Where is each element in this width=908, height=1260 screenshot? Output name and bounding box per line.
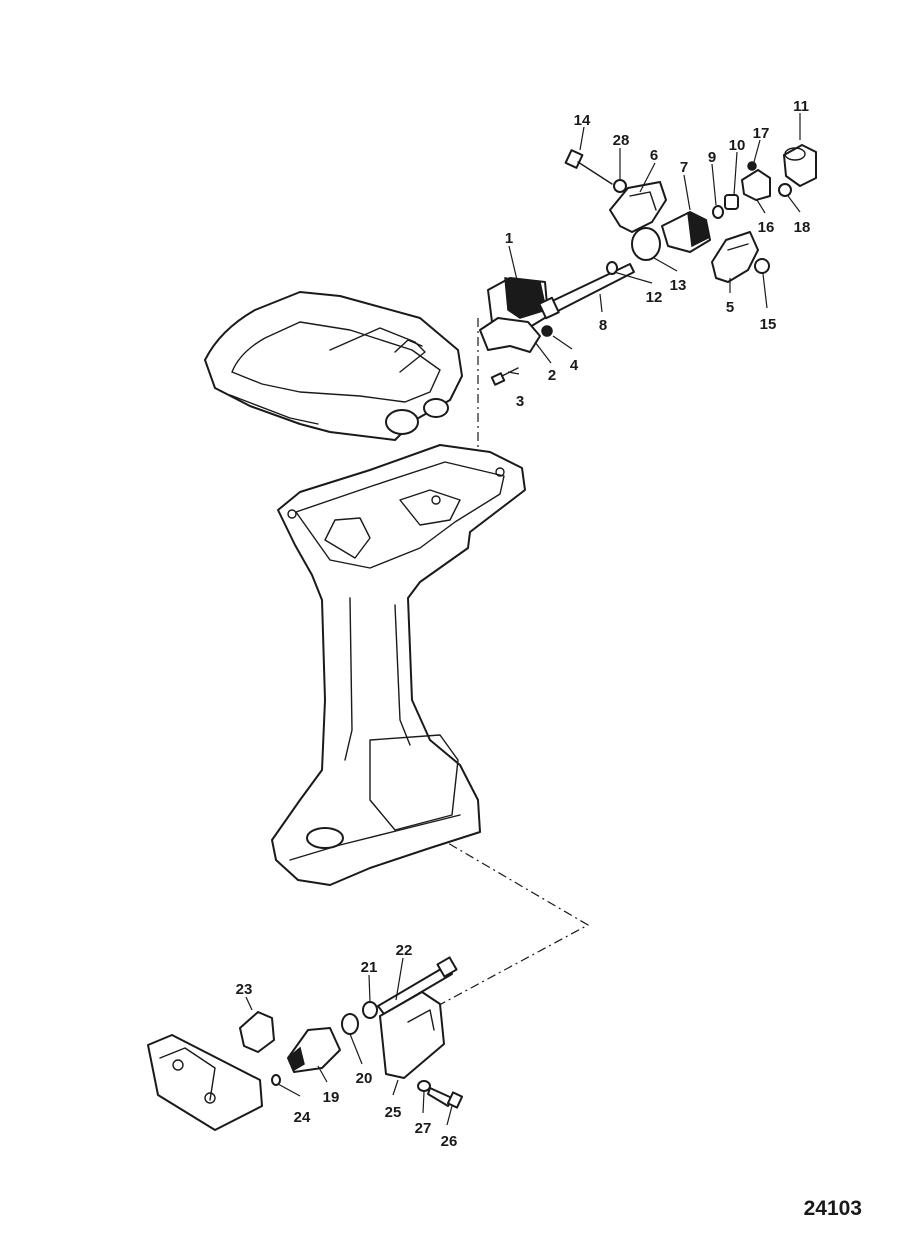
callout-5: 5 [726, 299, 734, 316]
callout-18: 18 [794, 219, 811, 236]
callout-15: 15 [760, 316, 777, 333]
callout-24: 24 [294, 1109, 311, 1126]
callout-19: 19 [323, 1089, 340, 1106]
callout-9: 9 [708, 149, 716, 166]
part-12-washer [606, 261, 618, 275]
part-19-rubber-mount [287, 1027, 341, 1073]
callout-22: 22 [396, 942, 413, 959]
callout-20: 20 [356, 1070, 373, 1087]
callout-4: 4 [570, 357, 579, 374]
assembly-lines [399, 318, 590, 1011]
part-3-bolt [490, 367, 519, 386]
callout-21: 21 [361, 959, 378, 976]
part-8-long-bolt [538, 263, 635, 320]
callout-27: 27 [415, 1120, 432, 1137]
part-22-bolt [377, 956, 458, 1015]
part-1-upper-mount [487, 277, 549, 331]
callout-10: 10 [729, 137, 746, 154]
part-10-bushing [724, 194, 739, 210]
part-13-ring [631, 227, 661, 261]
callout-17: 17 [753, 125, 770, 142]
part-2-bracket [479, 317, 541, 353]
callout-26: 26 [441, 1133, 458, 1150]
callout-13: 13 [670, 277, 687, 294]
callout-28: 28 [613, 132, 630, 149]
callout-25: 25 [385, 1104, 402, 1121]
callout-2: 2 [548, 367, 556, 384]
part-14-bolt [564, 149, 613, 185]
part-6-mount-cover [609, 181, 667, 233]
callout-3: 3 [516, 393, 524, 410]
part-18-screw [778, 183, 792, 197]
part-5-mount-cover [711, 231, 759, 283]
part-21-washer [362, 1001, 378, 1019]
callout-23: 23 [236, 981, 253, 998]
part-20-washer [341, 1013, 359, 1035]
part-9-washer [712, 205, 724, 219]
callout-11: 11 [793, 98, 809, 115]
part-27-washer [417, 1080, 431, 1092]
callout-16: 16 [758, 219, 775, 236]
callout-8: 8 [599, 317, 607, 334]
callout-6: 6 [650, 147, 658, 164]
part-26-bolt [427, 1087, 464, 1109]
part-11-cap [783, 144, 817, 187]
callout-labels: 1 2 3 4 5 6 7 8 9 10 11 12 13 14 15 16 1… [236, 98, 811, 1150]
part-7-rubber-mount [661, 211, 711, 253]
callout-14: 14 [574, 112, 591, 129]
part-lower-mount-housing [147, 1034, 263, 1131]
swivel-bracket-frame [204, 291, 463, 441]
callout-12: 12 [646, 289, 663, 306]
assembly-line-lower [399, 814, 590, 1011]
part-23-mount-pad [239, 1011, 275, 1053]
part-24-washer [271, 1074, 281, 1086]
drive-shaft-housing [271, 444, 526, 886]
part-17-nut [747, 161, 757, 171]
leader-lines [245, 113, 801, 1126]
part-15-nut [754, 258, 770, 274]
callout-7: 7 [680, 159, 688, 176]
part-28-washer [613, 179, 627, 193]
part-4-nut [541, 325, 553, 337]
part-25-lower-cover [379, 991, 445, 1079]
figure-number: 24103 [804, 1197, 862, 1220]
callout-1: 1 [505, 230, 513, 247]
part-16-clamp [741, 169, 771, 201]
